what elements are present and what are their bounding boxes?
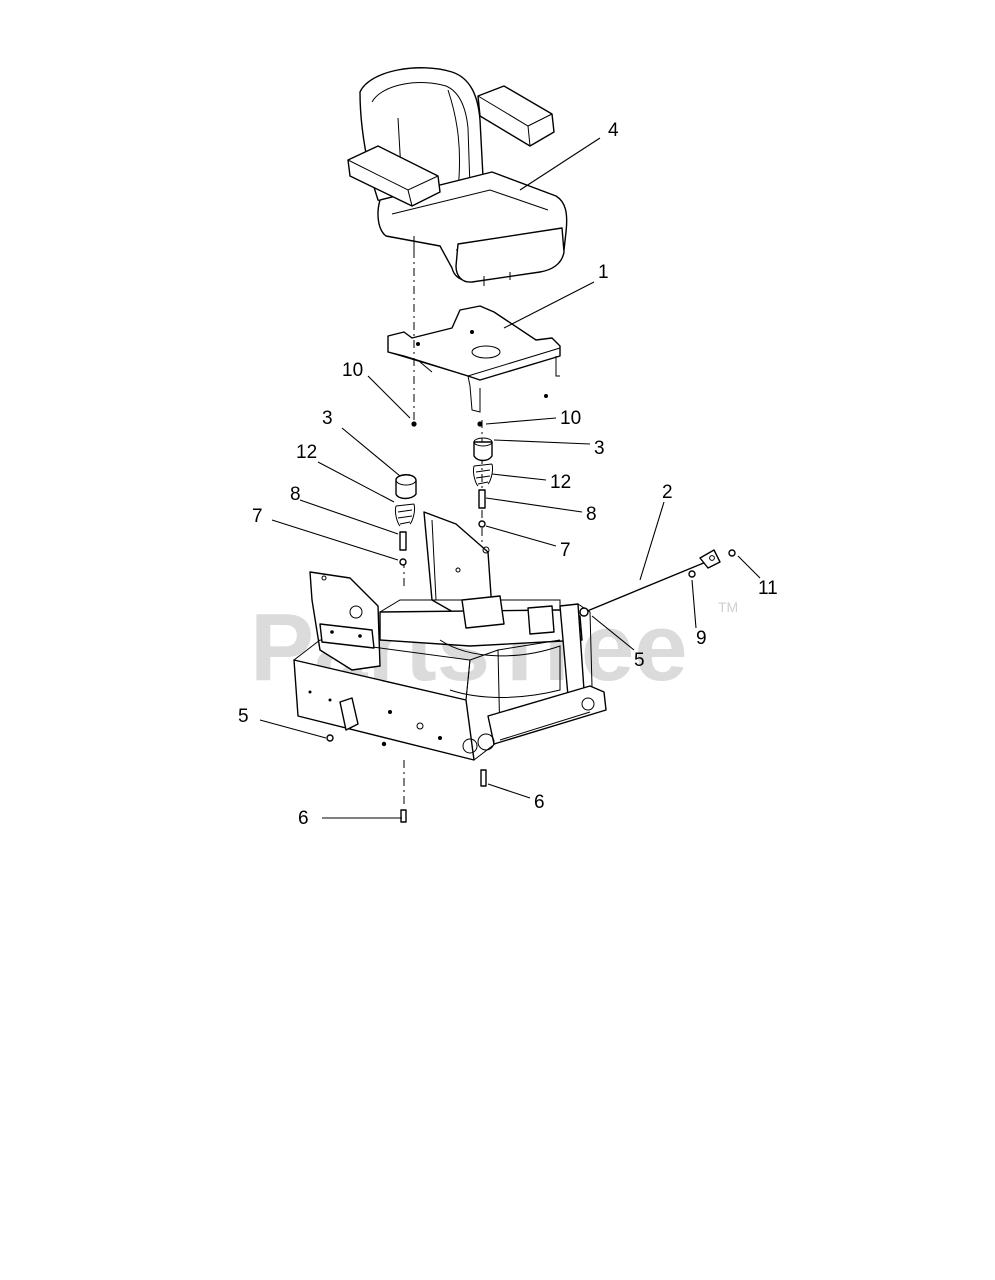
- leader-lines: [259, 137, 761, 819]
- callout-7-left: 7: [252, 506, 263, 527]
- callout-3-left: 3: [322, 408, 333, 429]
- washer-7-right[interactable]: [478, 520, 486, 528]
- rod-2-part[interactable]: [579, 549, 721, 617]
- pin-8-right[interactable]: [478, 489, 486, 509]
- pin-8-left[interactable]: [399, 531, 407, 551]
- bolt-6-right[interactable]: [480, 769, 487, 787]
- callout-6-left: 6: [298, 808, 309, 829]
- callout-12-left: 12: [296, 442, 317, 463]
- callout-11: 11: [758, 578, 778, 599]
- callout-8-right: 8: [586, 504, 597, 525]
- washer-7-left[interactable]: [399, 558, 407, 566]
- callout-3-right: 3: [594, 438, 605, 459]
- callout-9: 9: [696, 628, 707, 649]
- callout-6-right: 6: [534, 792, 545, 813]
- clip-9[interactable]: [688, 570, 696, 578]
- bolt-5-left[interactable]: [326, 734, 334, 742]
- callout-5-right: 5: [634, 650, 645, 671]
- callout-10-right: 10: [560, 408, 581, 429]
- bumper-3-right[interactable]: [473, 437, 493, 462]
- spring-12-right[interactable]: [473, 463, 493, 487]
- callout-4: 4: [608, 120, 619, 141]
- callout-2: 2: [662, 482, 673, 503]
- seat-pan-part[interactable]: [387, 305, 561, 413]
- callout-10-left: 10: [342, 360, 363, 381]
- seat-part[interactable]: [347, 67, 568, 286]
- nut-10-right[interactable]: [477, 421, 483, 427]
- callout-12-right: 12: [550, 472, 571, 493]
- callout-8-left: 8: [290, 484, 301, 505]
- callout-5-left: 5: [238, 706, 249, 727]
- frame-assembly: [293, 511, 607, 761]
- callout-7-right: 7: [560, 540, 571, 561]
- watermark-trademark: TM: [718, 599, 738, 615]
- callout-1: 1: [598, 262, 609, 283]
- nut-10-left[interactable]: [411, 421, 417, 427]
- pin-11[interactable]: [728, 549, 736, 557]
- bolt-6-left[interactable]: [400, 809, 407, 823]
- spring-12-left[interactable]: [395, 503, 415, 527]
- bumper-3-left[interactable]: [395, 474, 417, 500]
